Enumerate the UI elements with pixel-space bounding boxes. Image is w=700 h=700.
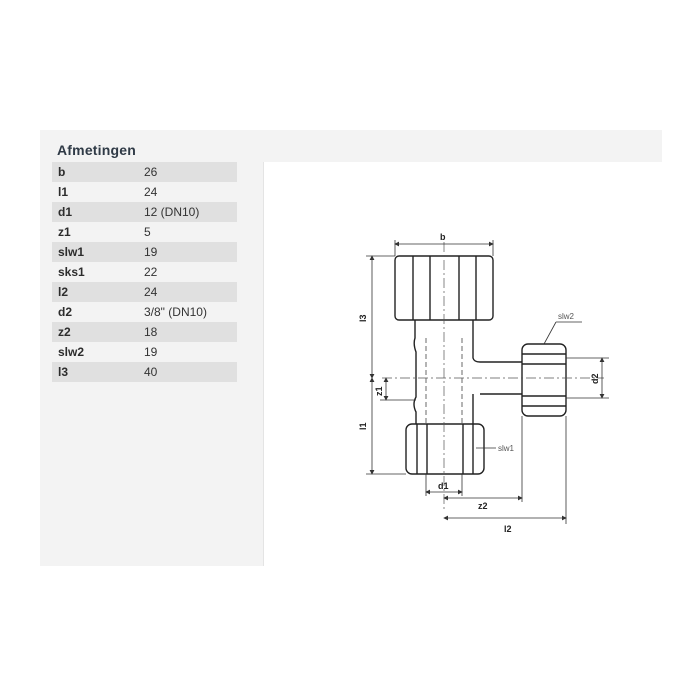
fitting-body xyxy=(413,320,522,424)
dimension-value: 3/8" (DN10) xyxy=(138,302,237,322)
dimension-value: 26 xyxy=(138,162,237,182)
dim-label-z1: z1 xyxy=(374,386,384,396)
dimension-value: 19 xyxy=(138,342,237,362)
side-nut xyxy=(521,343,567,417)
dimension-value: 22 xyxy=(138,262,237,282)
dimension-key: sks1 xyxy=(52,262,138,282)
dimension-value: 18 xyxy=(138,322,237,342)
dim-label-l1: l1 xyxy=(358,422,368,430)
dim-label-b: b xyxy=(440,232,446,242)
dimension-value: 12 (DN10) xyxy=(138,202,237,222)
dimension-key: l2 xyxy=(52,282,138,302)
technical-drawing: b l3 slw2 d2 z1 l1 slw1 d1 z2 l2 xyxy=(263,162,663,566)
dimension-key: slw1 xyxy=(52,242,138,262)
fitting-drawing-svg: b l3 slw2 d2 z1 l1 slw1 d1 z2 l2 xyxy=(358,232,609,534)
dim-label-l3: l3 xyxy=(358,314,368,322)
dimension-value: 5 xyxy=(138,222,237,242)
dimension-key: d1 xyxy=(52,202,138,222)
dim-label-d1: d1 xyxy=(438,481,449,491)
dimension-key: d2 xyxy=(52,302,138,322)
dimension-value: 19 xyxy=(138,242,237,262)
section-title: Afmetingen xyxy=(57,142,136,158)
bottom-nut xyxy=(405,423,485,475)
dimension-value: 24 xyxy=(138,282,237,302)
dim-label-slw2: slw2 xyxy=(558,312,575,321)
dimension-lines xyxy=(366,240,609,524)
dimension-value: 24 xyxy=(138,182,237,202)
centre-lines xyxy=(382,242,604,512)
dim-label-z2: z2 xyxy=(478,501,488,511)
dim-label-l2: l2 xyxy=(504,524,512,534)
dimension-value: 40 xyxy=(138,362,237,382)
dimension-key: slw2 xyxy=(52,342,138,362)
dimension-key: z1 xyxy=(52,222,138,242)
dimension-key: z2 xyxy=(52,322,138,342)
dim-label-slw1: slw1 xyxy=(498,444,515,453)
dimension-key: b xyxy=(52,162,138,182)
dimension-key: l1 xyxy=(52,182,138,202)
dim-label-d2: d2 xyxy=(590,373,600,384)
dimension-key: l3 xyxy=(52,362,138,382)
